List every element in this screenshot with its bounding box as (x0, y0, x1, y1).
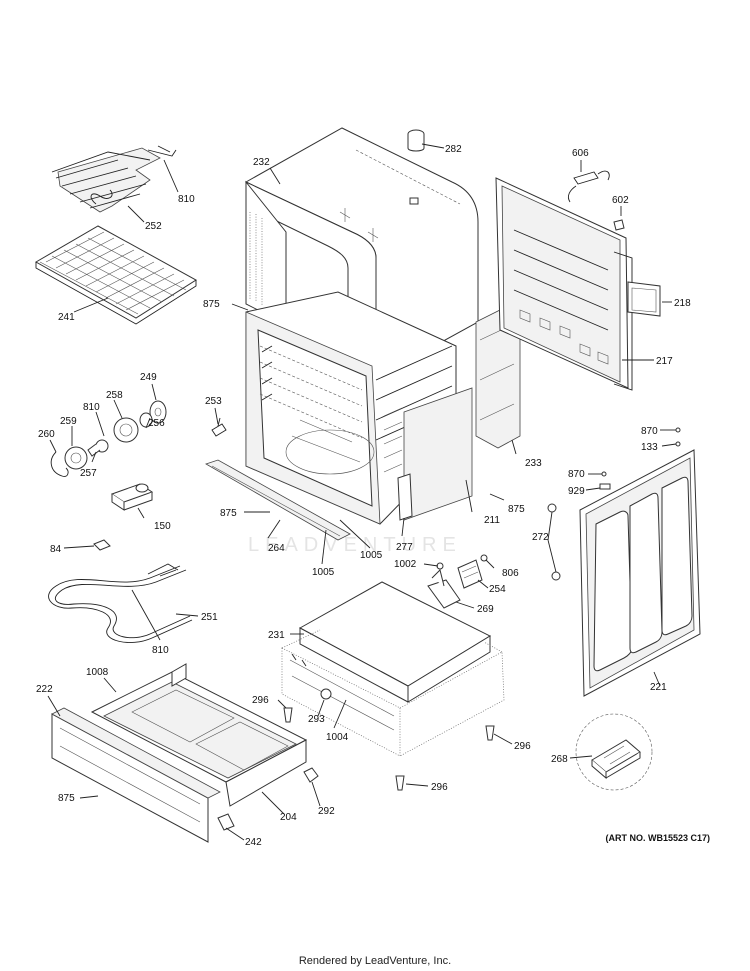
part-806-screw[interactable] (480, 554, 488, 562)
part-296-screws[interactable] (283, 707, 495, 791)
part-1004-drawer-frame[interactable] (281, 629, 505, 757)
part-272-hinge-pins[interactable] (547, 503, 561, 581)
callout-251[interactable]: 251 (201, 612, 218, 623)
part-231-support[interactable] (298, 581, 492, 703)
callout-810[interactable]: 810 (152, 645, 169, 656)
callout-1008[interactable]: 1008 (86, 667, 109, 678)
callout-232[interactable]: 232 (253, 157, 270, 168)
callout-1004[interactable]: 1004 (326, 732, 349, 743)
callout-875[interactable]: 875 (508, 504, 525, 515)
oven-cavity[interactable] (245, 291, 457, 525)
art-number: (ART NO. WB15523 C17) (605, 833, 710, 843)
part-252-broil-element[interactable] (51, 145, 177, 213)
callout-806[interactable]: 806 (502, 568, 519, 579)
callout-875[interactable]: 875 (220, 508, 237, 519)
part-606-wire-harness[interactable] (567, 170, 610, 203)
callout-875[interactable]: 875 (58, 793, 75, 804)
part-258-socket[interactable] (113, 417, 139, 443)
part-217-back-panel[interactable] (495, 177, 633, 391)
part-253-bracket[interactable] (211, 417, 227, 437)
part-218-bracket[interactable] (627, 281, 661, 317)
callout-241[interactable]: 241 (58, 312, 75, 323)
part-249-ring[interactable] (149, 400, 167, 424)
callout-231[interactable]: 231 (268, 630, 285, 641)
callout-810[interactable]: 810 (178, 194, 195, 205)
callout-258[interactable]: 258 (106, 390, 123, 401)
callout-218[interactable]: 218 (674, 298, 691, 309)
callout-252[interactable]: 252 (145, 221, 162, 232)
callout-217[interactable]: 217 (656, 356, 673, 367)
callout-150[interactable]: 150 (154, 521, 171, 532)
part-282-vent[interactable] (407, 129, 425, 152)
callout-929[interactable]: 929 (568, 486, 585, 497)
callout-602[interactable]: 602 (612, 195, 629, 206)
part-150-thermostat[interactable] (110, 483, 154, 511)
part-242-stop[interactable] (217, 813, 235, 831)
callout-277[interactable]: 277 (396, 542, 413, 553)
part-241-oven-rack[interactable] (34, 225, 197, 325)
leader-lines (47, 143, 677, 841)
part-221-door-panel[interactable] (579, 449, 701, 697)
part-251-bake-element[interactable] (48, 563, 193, 643)
callout-292[interactable]: 292 (318, 806, 335, 817)
callout-1005[interactable]: 1005 (312, 567, 335, 578)
part-254-switch[interactable] (457, 559, 483, 589)
footer-credit: Rendered by LeadVenture, Inc. (298, 955, 452, 967)
callout-211[interactable]: 211 (484, 515, 500, 526)
part-260-wire-clip[interactable] (50, 451, 69, 477)
callout-296[interactable]: 296 (252, 695, 269, 706)
callout-254[interactable]: 254 (489, 584, 506, 595)
callout-606[interactable]: 606 (572, 148, 589, 159)
part-292-glide[interactable] (303, 767, 319, 783)
callout-221[interactable]: 221 (650, 682, 667, 693)
part-84-clip[interactable] (93, 539, 111, 551)
part-277-hinge[interactable] (397, 473, 413, 521)
callout-810[interactable]: 810 (83, 402, 100, 413)
watermark: LEADVENTURE (248, 534, 462, 556)
callout-296[interactable]: 296 (431, 782, 448, 793)
callout-84[interactable]: 84 (50, 544, 62, 555)
callout-268[interactable]: 268 (551, 754, 568, 765)
callout-269[interactable]: 269 (477, 604, 494, 615)
callout-1002[interactable]: 1002 (394, 559, 417, 570)
part-269-latch[interactable] (427, 569, 461, 609)
part-232-oven-wrapper[interactable] (244, 127, 479, 379)
callout-875[interactable]: 875 (203, 299, 220, 310)
part-268-detail[interactable] (575, 713, 653, 791)
part-259-lens[interactable] (64, 446, 88, 470)
callout-labels: 232 282 606 602 810 252 241 875 218 217 … (36, 144, 691, 848)
callout-870[interactable]: 870 (568, 469, 585, 480)
callout-256[interactable]: 256 (148, 418, 165, 429)
callout-870[interactable]: 870 (641, 426, 658, 437)
part-257-light-bulb[interactable] (87, 439, 109, 457)
part-264-rail[interactable] (205, 459, 351, 541)
callout-272[interactable]: 272 (532, 532, 549, 543)
callout-259[interactable]: 259 (60, 416, 77, 427)
part-293-roller[interactable] (320, 688, 332, 700)
callout-1005[interactable]: 1005 (360, 550, 383, 561)
callout-242[interactable]: 242 (245, 837, 262, 848)
part-204-drawer-body[interactable] (90, 663, 308, 807)
callout-253[interactable]: 253 (205, 396, 222, 407)
callout-282[interactable]: 282 (445, 144, 462, 155)
callout-204[interactable]: 204 (280, 812, 297, 823)
part-222-drawer-front[interactable] (51, 707, 221, 843)
callout-260[interactable]: 260 (38, 429, 55, 440)
callout-296[interactable]: 296 (514, 741, 531, 752)
callout-133[interactable]: 133 (641, 442, 658, 453)
callout-233[interactable]: 233 (525, 458, 542, 469)
part-602-screw[interactable] (613, 219, 625, 231)
callout-293[interactable]: 293 (308, 714, 325, 725)
callout-222[interactable]: 222 (36, 684, 53, 695)
callout-249[interactable]: 249 (140, 372, 157, 383)
callout-264[interactable]: 264 (268, 543, 285, 554)
callout-257[interactable]: 257 (80, 468, 97, 479)
